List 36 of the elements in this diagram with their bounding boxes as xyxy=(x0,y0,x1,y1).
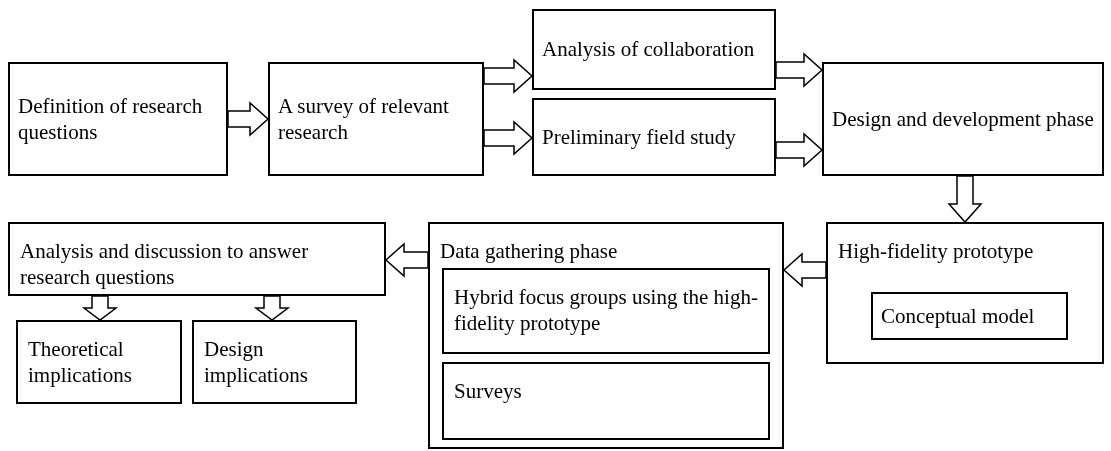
group-box xyxy=(826,222,1104,364)
node-text: Design and development phase xyxy=(832,105,1094,133)
process-box xyxy=(532,98,776,176)
block-arrow xyxy=(947,175,983,224)
block-arrow xyxy=(81,295,119,321)
node-text: Conceptual model xyxy=(881,302,1036,330)
block-arrow xyxy=(775,52,824,88)
block-arrow xyxy=(782,252,827,288)
block-arrow xyxy=(253,295,291,321)
process-box xyxy=(16,320,182,404)
node-text: Theoretical implications xyxy=(28,336,133,389)
node-text: High-fidelity prototype xyxy=(838,238,1035,265)
node-text: Data gathering phase xyxy=(440,238,619,265)
process-box xyxy=(268,62,484,176)
node-text: Analysis and discussion to answer research questions xyxy=(20,238,310,291)
block-arrow xyxy=(227,101,270,137)
node-text: Preliminary field study xyxy=(542,123,737,151)
process-box xyxy=(442,362,770,440)
node-text: Design implications xyxy=(204,336,309,389)
group-box xyxy=(428,222,784,449)
block-arrow xyxy=(384,242,429,278)
process-box xyxy=(442,268,770,354)
node-text: Hybrid focus groups using the high-fidelity prototype xyxy=(454,284,758,337)
process-box xyxy=(192,320,357,404)
node-text: Surveys xyxy=(454,378,523,405)
node-text: A survey of relevant research xyxy=(278,92,450,146)
process-box xyxy=(532,9,776,90)
process-box xyxy=(822,62,1104,176)
node-text: Analysis of collaboration xyxy=(542,36,756,63)
process-box xyxy=(871,292,1068,340)
node-text: Definition of research questions xyxy=(18,92,204,146)
process-box xyxy=(8,222,386,296)
block-arrow xyxy=(775,132,824,168)
block-arrow xyxy=(483,120,534,156)
block-arrow xyxy=(483,58,534,94)
process-box xyxy=(8,62,228,176)
